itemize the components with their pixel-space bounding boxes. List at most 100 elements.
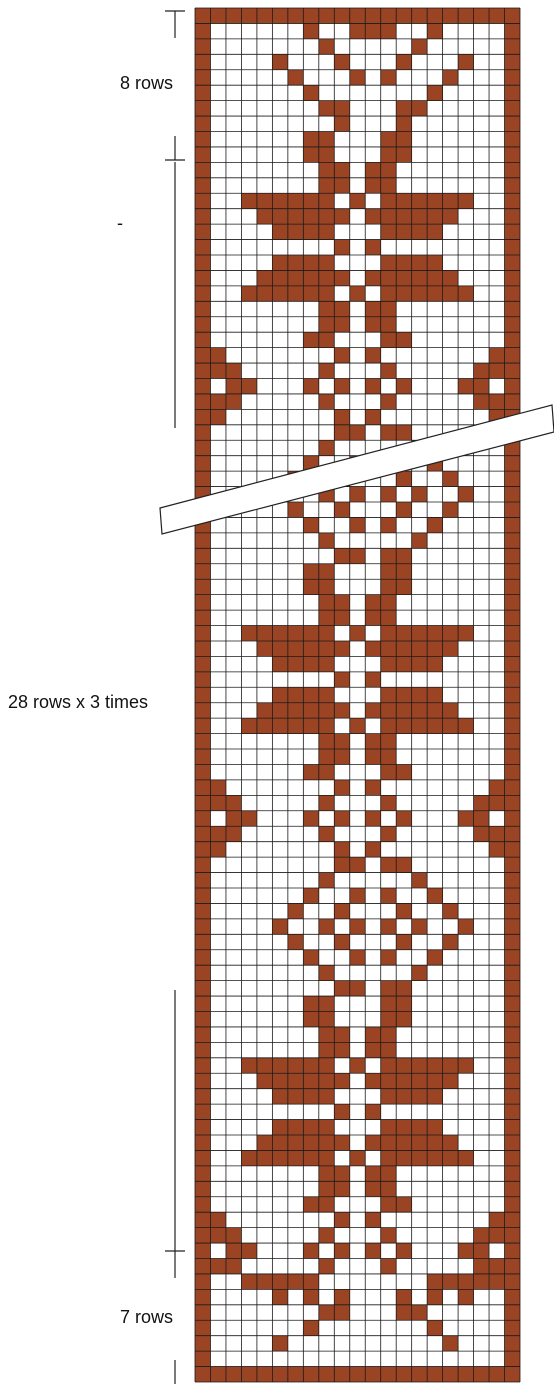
chart-cell-filled [381, 1166, 396, 1181]
chart-cell-empty [288, 1228, 303, 1243]
chart-cell-empty [226, 934, 241, 949]
chart-cell-empty [489, 517, 504, 532]
chart-cell-empty [458, 517, 473, 532]
chart-cell-filled [381, 656, 396, 671]
chart-cell-empty [241, 1181, 256, 1196]
chart-cell-empty [241, 564, 256, 579]
chart-cell-empty [303, 317, 318, 332]
chart-cell-empty [427, 1027, 442, 1042]
chart-cell-empty [474, 193, 489, 208]
chart-cell-empty [210, 317, 225, 332]
chart-cell-empty [412, 764, 427, 779]
chart-cell-empty [412, 471, 427, 486]
chart-cell-empty [396, 1228, 411, 1243]
chart-cell-empty [474, 209, 489, 224]
chart-cell-empty [396, 409, 411, 424]
chart-cell-empty [210, 1089, 225, 1104]
chart-cell-filled [396, 116, 411, 131]
chart-cell-filled [334, 162, 349, 177]
chart-cell-filled [412, 1135, 427, 1150]
chart-cell-empty [350, 270, 365, 285]
chart-cell-filled [319, 1120, 334, 1135]
chart-cell-empty [272, 39, 287, 54]
chart-cell-filled [474, 1258, 489, 1273]
chart-cell-filled [474, 8, 489, 23]
chart-cell-empty [241, 672, 256, 687]
chart-cell-empty [474, 301, 489, 316]
chart-cell-filled [412, 193, 427, 208]
chart-cell-empty [334, 1320, 349, 1335]
chart-cell-empty [257, 1243, 272, 1258]
chart-cell-empty [226, 1351, 241, 1366]
chart-cell-empty [257, 348, 272, 363]
chart-cell-filled [443, 703, 458, 718]
chart-cell-empty [241, 394, 256, 409]
chart-cell-filled [195, 286, 210, 301]
chart-cell-empty [319, 1274, 334, 1289]
chart-cell-empty [334, 70, 349, 85]
chart-cell-filled [427, 703, 442, 718]
chart-cell-empty [365, 1011, 380, 1026]
chart-cell-empty [226, 425, 241, 440]
chart-cell-empty [257, 1011, 272, 1026]
chart-cell-filled [288, 1150, 303, 1165]
chart-cell-empty [474, 641, 489, 656]
chart-cell-filled [195, 1212, 210, 1227]
chart-cell-filled [365, 734, 380, 749]
chart-cell-empty [210, 626, 225, 641]
chart-cell-empty [257, 780, 272, 795]
chart-cell-filled [195, 734, 210, 749]
chart-cell-empty [257, 178, 272, 193]
chart-cell-filled [334, 780, 349, 795]
chart-cell-empty [412, 950, 427, 965]
chart-cell-filled [365, 301, 380, 316]
chart-cell-empty [210, 672, 225, 687]
chart-cell-filled [195, 965, 210, 980]
chart-cell-empty [427, 533, 442, 548]
chart-cell-empty [226, 1089, 241, 1104]
chart-cell-filled [303, 1058, 318, 1073]
chart-cell-empty [412, 888, 427, 903]
chart-cell-empty [474, 162, 489, 177]
chart-cell-filled [334, 116, 349, 131]
chart-cell-empty [288, 394, 303, 409]
chart-cell-filled [334, 1305, 349, 1320]
chart-cell-filled [303, 332, 318, 347]
chart-cell-filled [381, 749, 396, 764]
chart-cell-empty [396, 826, 411, 841]
chart-cell-filled [396, 579, 411, 594]
chart-cell-empty [226, 85, 241, 100]
chart-cell-empty [474, 934, 489, 949]
chart-cell-filled [210, 363, 225, 378]
chart-cell-filled [396, 1058, 411, 1073]
chart-cell-empty [257, 888, 272, 903]
chart-cell-empty [288, 348, 303, 363]
chart-cell-empty [443, 981, 458, 996]
chart-cell-empty [412, 132, 427, 147]
chart-cell-filled [288, 224, 303, 239]
chart-cell-filled [195, 873, 210, 888]
chart-cell-empty [288, 1336, 303, 1351]
chart-cell-filled [303, 147, 318, 162]
chart-cell-empty [365, 656, 380, 671]
chart-cell-empty [365, 255, 380, 270]
chart-cell-filled [319, 564, 334, 579]
chart-cell-empty [303, 1258, 318, 1273]
chart-cell-empty [257, 301, 272, 316]
chart-cell-empty [474, 950, 489, 965]
chart-cell-filled [241, 1150, 256, 1165]
chart-cell-empty [474, 1305, 489, 1320]
chart-cell-filled [350, 888, 365, 903]
chart-cell-filled [195, 672, 210, 687]
chart-cell-filled [365, 23, 380, 38]
chart-cell-empty [303, 502, 318, 517]
chart-cell-empty [489, 548, 504, 563]
chart-cell-empty [272, 564, 287, 579]
chart-cell-empty [303, 873, 318, 888]
chart-cell-empty [350, 842, 365, 857]
chart-cell-empty [350, 1212, 365, 1227]
chart-cell-filled [350, 1150, 365, 1165]
chart-cell-filled [381, 548, 396, 563]
chart-cell-empty [396, 70, 411, 85]
chart-cell-empty [381, 348, 396, 363]
